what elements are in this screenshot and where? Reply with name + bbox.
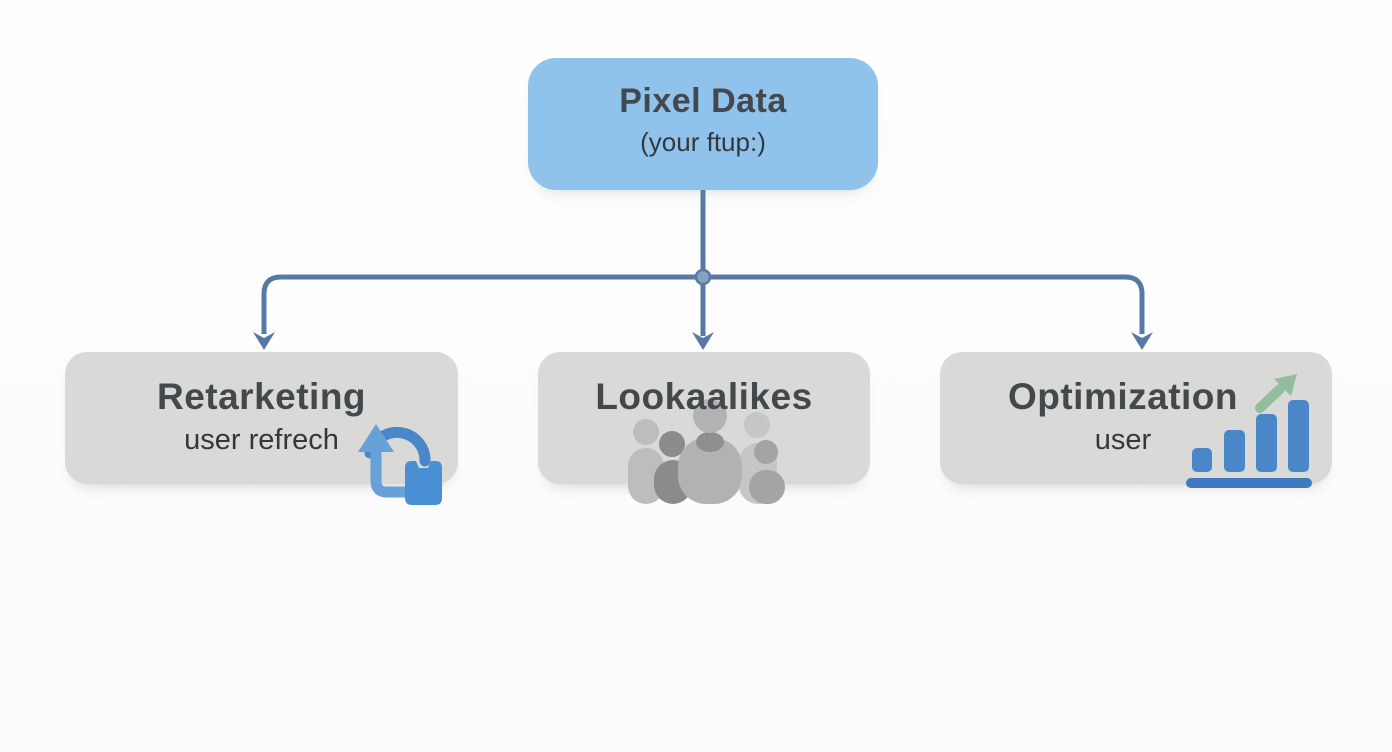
node-optimization-title: Optimization [1007, 376, 1239, 417]
optimization-bar-chart-icon [1186, 374, 1312, 488]
root-node-subtitle: (your ftup:) [640, 127, 766, 157]
arrowhead-middle-icon [692, 332, 714, 350]
person-front-center-icon [678, 399, 742, 504]
person-mid-right-icon [749, 440, 785, 504]
junction-dot [694, 268, 712, 286]
growth-arrow-icon [1255, 374, 1297, 413]
node-retargeting-title: Retarketing [156, 376, 367, 417]
baseline-bar-icon [1186, 478, 1312, 488]
arrowhead-right-icon [1131, 332, 1153, 350]
node-lookalikes-title: Lookaalikes [595, 376, 813, 417]
root-node-pixel-data: Pixel Data (your ftup:) [528, 58, 878, 190]
node-retargeting-subtitle: user refrech [184, 424, 339, 456]
node-retargeting: Retarketing user refrech [65, 352, 458, 505]
bar-group-icon [1192, 400, 1309, 472]
lookalike-audience-people-icon [628, 399, 785, 504]
root-node-title: Pixel Data [619, 82, 787, 120]
arrowhead-left-icon [253, 332, 275, 350]
up-arrow-icon [358, 424, 416, 498]
retargeting-refresh-bag-icon [358, 424, 442, 505]
shopping-bag-icon [405, 461, 442, 505]
connector-branch-line [261, 274, 1145, 334]
node-optimization-subtitle: user [1094, 424, 1152, 456]
node-lookalikes: Lookaalikes [538, 352, 870, 504]
node-optimization: Optimization user [940, 352, 1332, 488]
